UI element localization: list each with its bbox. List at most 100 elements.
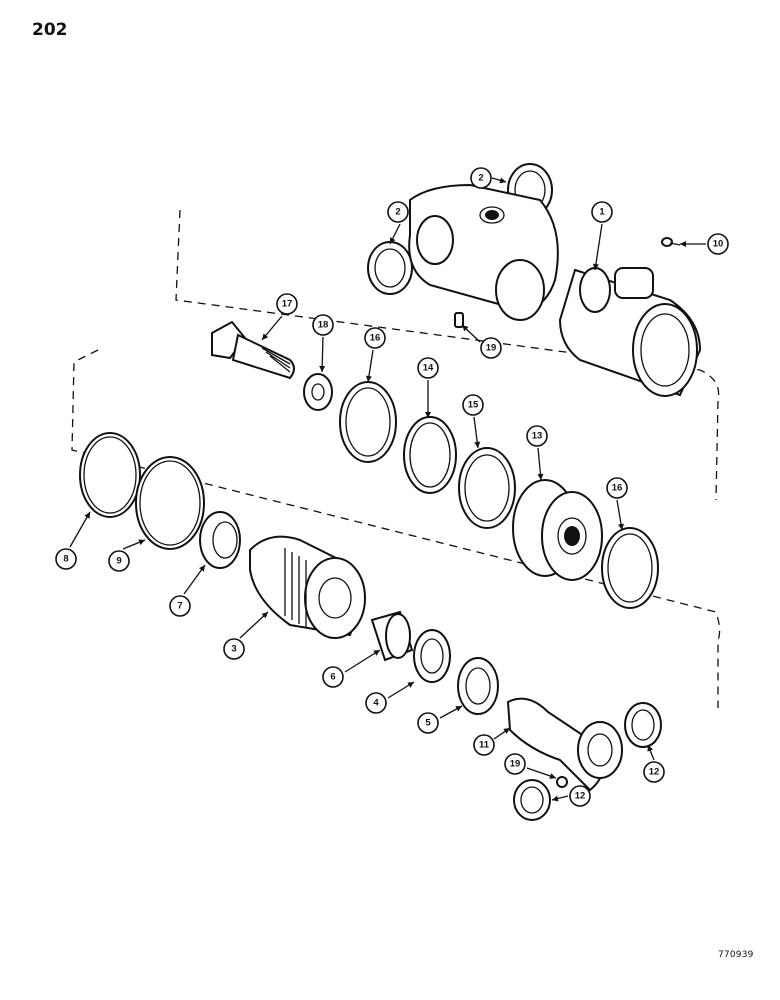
callout-9: 9 — [108, 539, 146, 572]
callout-label: 15 — [468, 400, 479, 411]
callout-circle — [417, 712, 439, 734]
upper-assembly-outline — [175, 209, 720, 501]
callout-14: 14 — [417, 357, 439, 418]
bushing-12-right-part — [624, 702, 662, 748]
wiper-4-part — [413, 629, 451, 683]
callout-arrowhead — [199, 565, 205, 572]
bushing-12-bottom-part — [513, 779, 551, 821]
callout-label: 14 — [423, 363, 434, 374]
callout-circle — [108, 550, 130, 572]
trunnion-head-part — [408, 183, 559, 321]
washer-part — [303, 373, 333, 411]
seal-7-part — [199, 511, 241, 569]
callout-arrowhead — [592, 263, 599, 270]
callout-16: 16 — [364, 327, 386, 383]
callout-circle — [480, 337, 502, 359]
callout-circle — [606, 477, 628, 499]
callout-10: 10 — [680, 233, 729, 255]
callout-arrowhead — [373, 650, 380, 656]
callout-arrowhead — [425, 412, 431, 418]
callout-circle — [569, 785, 591, 807]
callout-circle — [365, 692, 387, 714]
callout-label: 4 — [373, 698, 379, 709]
callout-arrowhead — [390, 237, 396, 244]
callout-label: 12 — [649, 767, 660, 778]
callout-leader-line — [239, 611, 269, 639]
callout-circle — [473, 734, 495, 756]
callout-5: 5 — [417, 705, 463, 734]
callout-label: 2 — [478, 173, 483, 184]
callout-leader-line — [594, 223, 603, 271]
callout-arrowhead — [462, 325, 469, 332]
backup-ring-9-part — [135, 456, 205, 550]
callout-label: 10 — [713, 239, 724, 250]
callout-label: 13 — [532, 431, 543, 442]
seal-5-part — [457, 657, 499, 715]
callout-arrowhead — [365, 375, 372, 382]
screw-part — [661, 237, 681, 247]
callout-label: 8 — [63, 554, 68, 565]
callout-arrowhead — [261, 612, 268, 619]
callout-label: 11 — [479, 740, 490, 751]
callout-label: 7 — [177, 601, 182, 612]
callout-6: 6 — [322, 649, 381, 688]
callout-arrowhead — [618, 523, 624, 530]
callout-circle — [276, 293, 298, 315]
callout-arrowhead — [319, 365, 326, 372]
figure-code: 770939 — [718, 950, 754, 960]
callout-label: 3 — [231, 644, 236, 655]
callout-arrowhead — [407, 682, 414, 688]
callout-15: 15 — [462, 394, 484, 449]
callout-circle — [169, 595, 191, 617]
callout-label: 19 — [486, 343, 497, 354]
callout-arrowhead — [499, 177, 506, 184]
callout-leader-line — [69, 511, 91, 548]
piston-part — [512, 479, 603, 581]
callout-circle — [504, 753, 526, 775]
callout-1: 1 — [591, 201, 613, 271]
callout-circle — [526, 425, 548, 447]
callout-circle — [387, 201, 409, 223]
callout-11: 11 — [473, 727, 511, 756]
callout-label: 9 — [116, 556, 121, 567]
callout-circle — [470, 167, 492, 189]
callout-arrowhead — [138, 539, 145, 546]
callout-arrowhead — [647, 745, 654, 752]
callout-2: 2 — [470, 167, 507, 189]
callout-label: 6 — [330, 672, 335, 683]
callout-4: 4 — [365, 681, 415, 714]
callout-8: 8 — [55, 511, 91, 570]
callout-circle — [462, 394, 484, 416]
wear-ring-left-part — [339, 381, 397, 463]
callout-arrowhead — [84, 512, 90, 519]
callout-7: 7 — [169, 564, 206, 617]
callout-arrowhead — [537, 473, 544, 480]
callout-label: 2 — [395, 207, 400, 218]
bushing-left-part — [367, 241, 413, 295]
callout-leader-line — [344, 649, 381, 673]
callout-circle — [707, 233, 729, 255]
rod-eye-part — [506, 697, 623, 792]
o-ring-14-part — [403, 416, 457, 494]
bolt-part — [211, 320, 295, 380]
lower-assembly-outline — [71, 349, 721, 708]
bushing-6-part — [370, 610, 414, 662]
callout-label: 16 — [370, 333, 381, 344]
callout-label: 5 — [425, 718, 431, 729]
callout-label: 1 — [599, 207, 605, 218]
barrel-part — [558, 267, 702, 397]
callout-arrowhead — [455, 706, 462, 712]
callout-12: 12 — [643, 744, 665, 783]
grease-fitting-upper-part — [454, 312, 464, 328]
callout-12: 12 — [551, 785, 591, 807]
callout-label: 18 — [318, 320, 329, 331]
callout-19: 19 — [461, 324, 502, 359]
ring-15-part — [458, 447, 516, 529]
callout-label: 19 — [510, 759, 521, 770]
callout-13: 13 — [526, 425, 548, 481]
gland-part — [249, 535, 366, 639]
wear-ring-right-part — [601, 527, 659, 609]
callout-19: 19 — [504, 753, 557, 779]
callout-label: 16 — [612, 483, 623, 494]
